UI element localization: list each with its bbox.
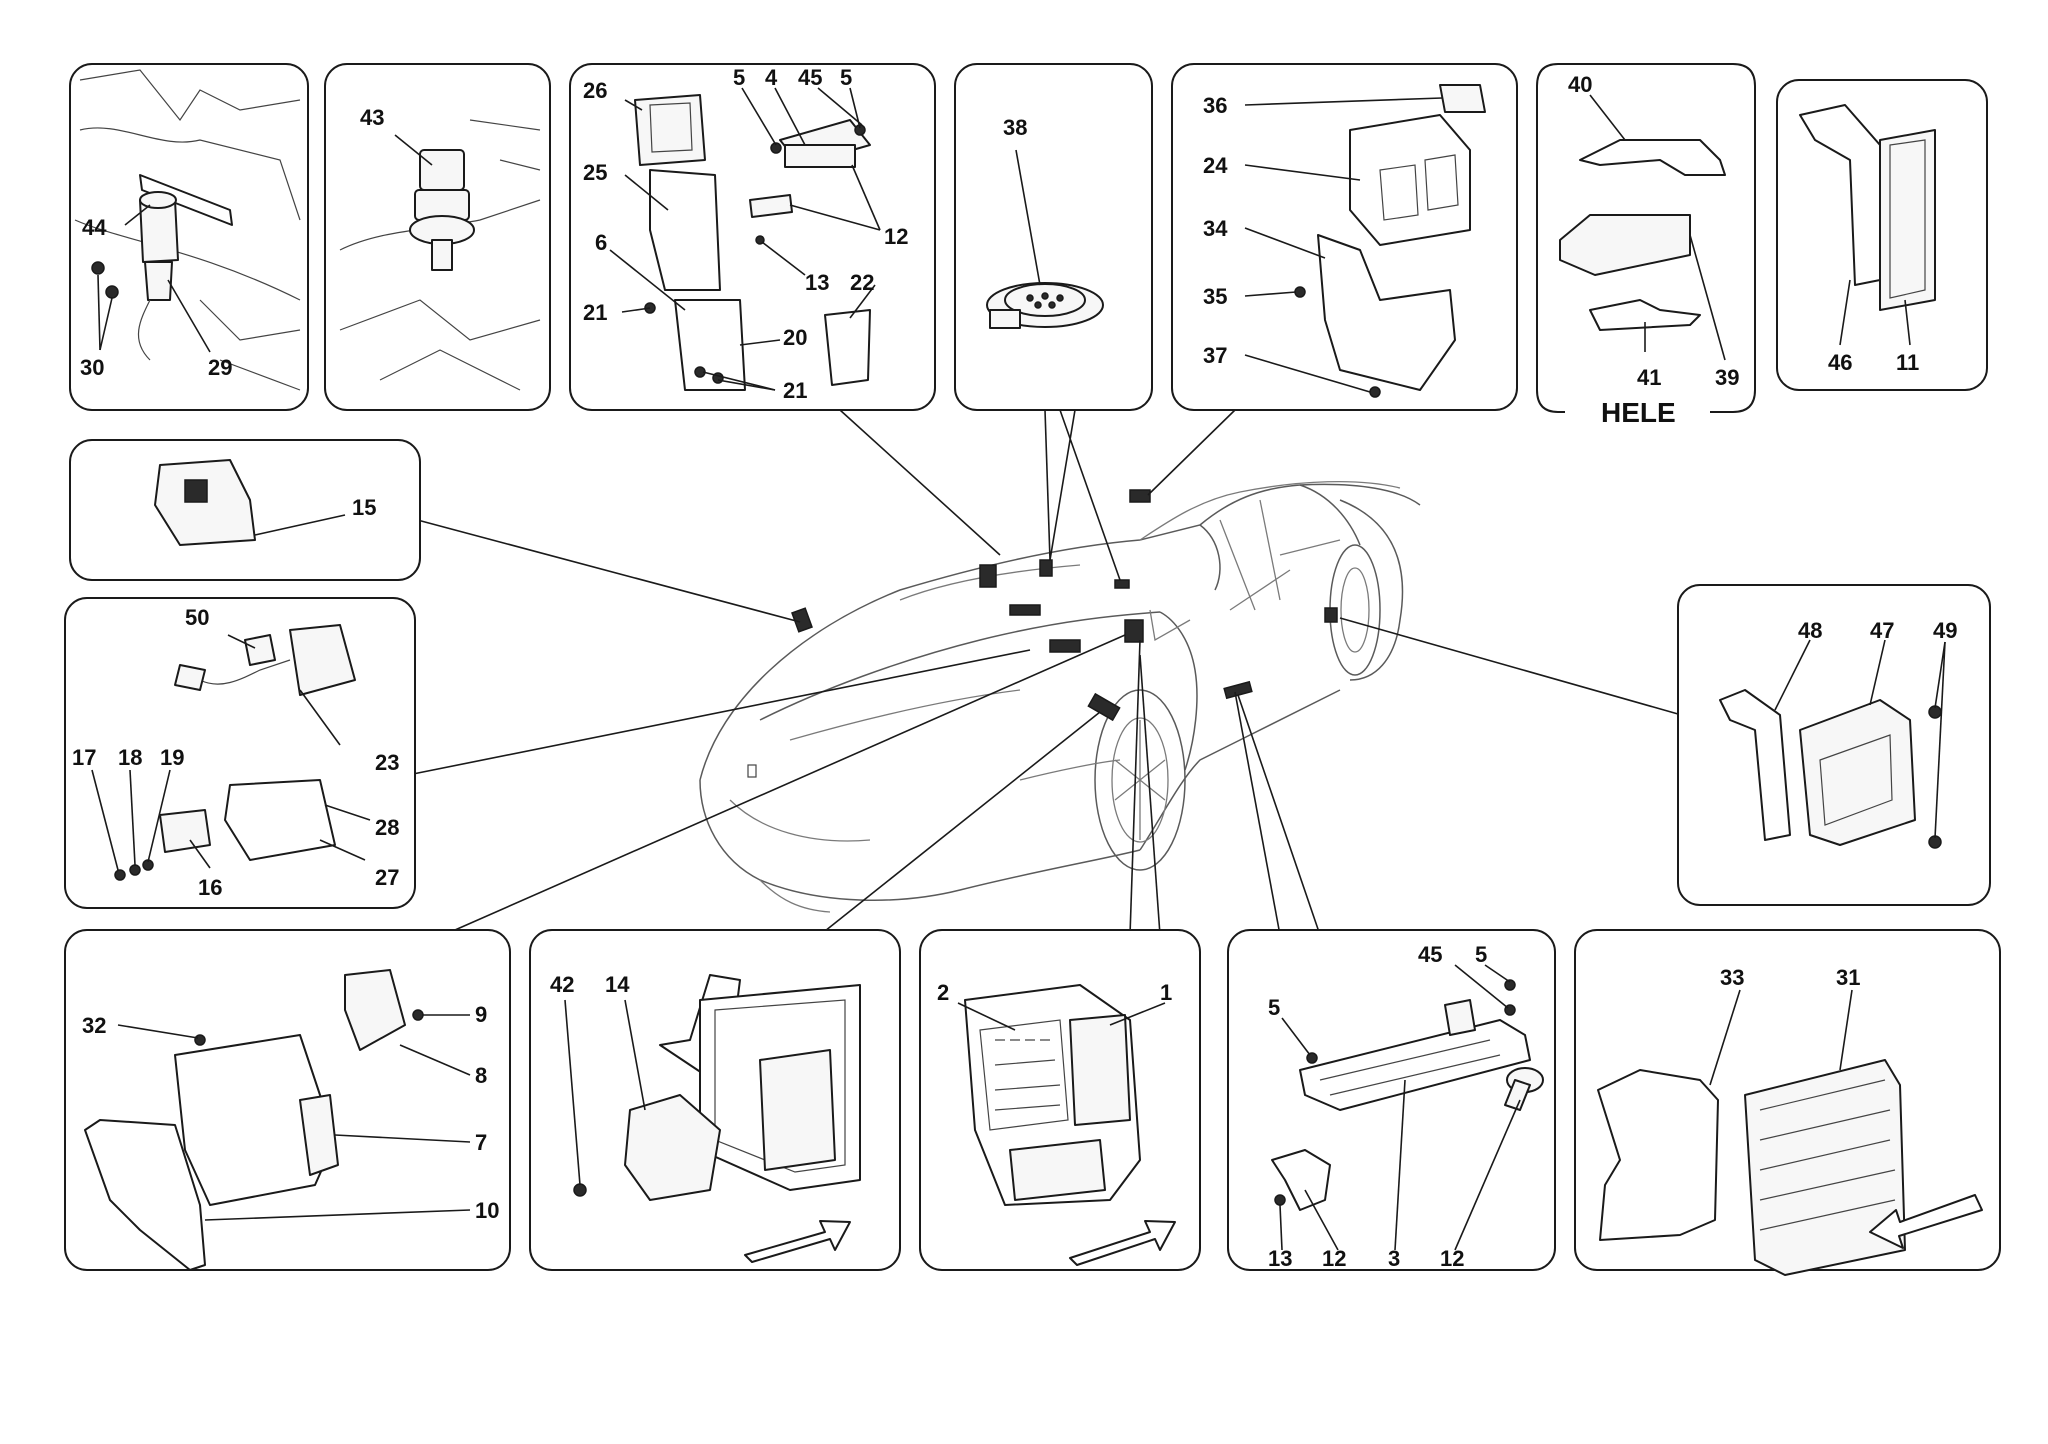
- panel-47-48-49: 48 47 49: [1677, 584, 1991, 906]
- callout-29: 29: [208, 355, 232, 380]
- callout-12c: 12: [1440, 1246, 1464, 1271]
- callout-40: 40: [1568, 72, 1592, 97]
- panel-ecu-7: 32 9 8 7 10: [64, 929, 511, 1271]
- callout-21b: 21: [783, 378, 807, 403]
- callout-36: 36: [1203, 93, 1227, 118]
- callout-38: 38: [1003, 115, 1027, 140]
- car-outline: [699, 480, 1421, 913]
- callout-45b: 45: [1418, 942, 1442, 967]
- direction-arrow: [1869, 1194, 1983, 1249]
- callout-44: 44: [82, 215, 107, 240]
- callout-3: 3: [1388, 1246, 1400, 1271]
- callout-31: 31: [1836, 965, 1860, 990]
- callout-25: 25: [583, 160, 607, 185]
- callout-46: 46: [1828, 350, 1852, 375]
- direction-arrow: [744, 1220, 851, 1263]
- callout-22: 22: [850, 270, 874, 295]
- callout-12a: 12: [884, 224, 908, 249]
- callout-42: 42: [550, 972, 574, 997]
- callout-11: 11: [1896, 350, 1919, 375]
- panel-fuse-box: 2 1: [919, 929, 1201, 1271]
- callout-43: 43: [360, 105, 384, 130]
- callout-26: 26: [583, 78, 607, 103]
- callout-12b: 12: [1322, 1246, 1346, 1271]
- direction-arrow: [1069, 1220, 1176, 1266]
- callout-5c: 5: [1475, 942, 1487, 967]
- panel-bracket-sensor: 44 30 29: [69, 63, 309, 411]
- panel-14: 42 14: [529, 929, 901, 1271]
- callout-35: 35: [1203, 284, 1227, 309]
- callout-32: 32: [82, 1013, 106, 1038]
- callout-34: 34: [1203, 216, 1228, 241]
- callout-41: 41: [1637, 365, 1661, 390]
- callout-5a: 5: [733, 65, 745, 90]
- panel-15: 15: [69, 439, 421, 581]
- callout-48: 48: [1798, 618, 1822, 643]
- callout-37: 37: [1203, 343, 1227, 368]
- callout-13a: 13: [805, 270, 829, 295]
- panel-pressure-switch: 43: [324, 63, 551, 411]
- callout-18: 18: [118, 745, 142, 770]
- panel-switch-strip: 45 5 5 13 12 3 12: [1227, 929, 1556, 1271]
- callout-4: 4: [765, 65, 778, 90]
- callout-20: 20: [783, 325, 807, 350]
- callout-17: 17: [72, 745, 96, 770]
- callout-24: 24: [1203, 153, 1228, 178]
- callout-15: 15: [352, 495, 376, 520]
- callout-23: 23: [375, 750, 399, 775]
- panel-ecu-bracket: 36 24 34 35 37: [1171, 63, 1518, 411]
- callout-14: 14: [605, 972, 630, 997]
- callout-7: 7: [475, 1130, 487, 1155]
- panel-relay-box: 26 25 6 21 20 21 22 5 4 45 5 12 13: [569, 63, 936, 411]
- callout-50: 50: [185, 605, 209, 630]
- callout-2: 2: [937, 980, 949, 1005]
- panel-ecu-46-11: 46 11: [1776, 79, 1988, 391]
- callout-27: 27: [375, 865, 399, 890]
- callout-28: 28: [375, 815, 399, 840]
- callout-8: 8: [475, 1063, 487, 1088]
- callout-33: 33: [1720, 965, 1744, 990]
- panel-buzzer: 38: [954, 63, 1153, 411]
- callout-39: 39: [1715, 365, 1739, 390]
- callout-10: 10: [475, 1198, 499, 1223]
- leader-lines: [407, 409, 1679, 936]
- panel-airbag: 50 23 17 18 19 16 28 27: [64, 597, 416, 909]
- callout-30: 30: [80, 355, 104, 380]
- callout-6: 6: [595, 230, 607, 255]
- callout-49: 49: [1933, 618, 1957, 643]
- callout-19: 19: [160, 745, 184, 770]
- callout-13b: 13: [1268, 1246, 1292, 1271]
- callout-47: 47: [1870, 618, 1894, 643]
- panel-ecu-31: 33 31: [1574, 929, 2001, 1276]
- callout-16: 16: [198, 875, 222, 900]
- callout-5b: 5: [840, 65, 852, 90]
- callout-1: 1: [1160, 980, 1172, 1005]
- variant-label-hele: HELE: [1601, 397, 1676, 428]
- callout-45a: 45: [798, 65, 822, 90]
- panel-hele: 40 41 39 HELE: [1536, 63, 1756, 428]
- callout-5d: 5: [1268, 995, 1280, 1020]
- callout-21a: 21: [583, 300, 607, 325]
- callout-9: 9: [475, 1002, 487, 1027]
